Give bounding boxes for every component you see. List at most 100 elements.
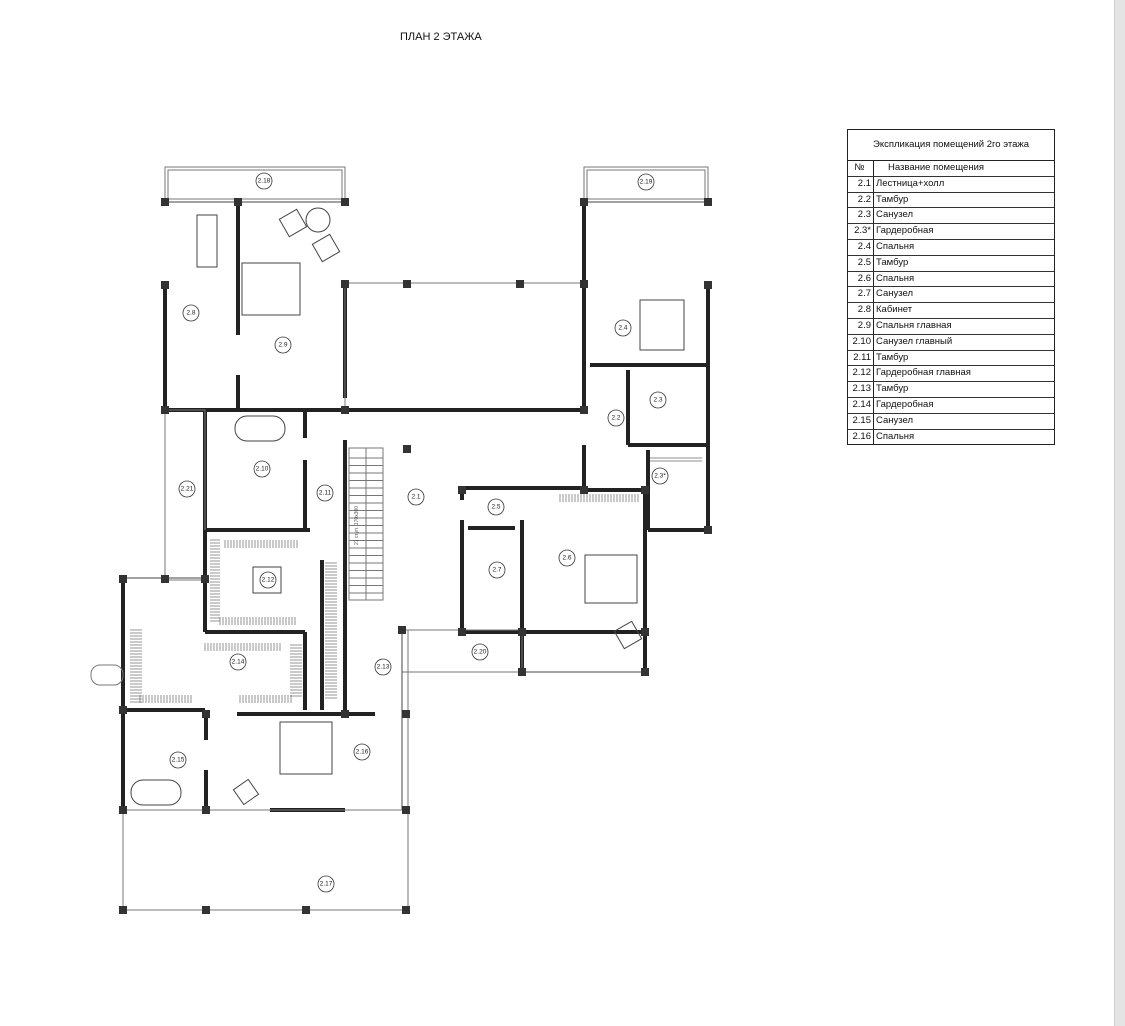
room-name: Гардеробная bbox=[876, 225, 934, 237]
balcony-2-20 bbox=[401, 629, 523, 673]
room-number: 2.15 bbox=[848, 413, 874, 429]
room-label-text: 2.11 bbox=[319, 490, 332, 497]
room-label-text: 2.20 bbox=[474, 649, 487, 656]
room-label: 2.12 bbox=[259, 571, 277, 589]
table-header: № Название помещения bbox=[848, 161, 1054, 177]
room-label: 2.13 bbox=[374, 658, 392, 676]
room-label: 2.16 bbox=[353, 743, 371, 761]
stair-note: 21 ступ. 170х300 bbox=[354, 506, 360, 545]
room-number: 2.3 bbox=[848, 208, 874, 224]
table-caption: Экспликация помещений 2го этажа bbox=[848, 130, 1054, 161]
armchair-icon bbox=[232, 778, 260, 806]
room-label-text: 2.15 bbox=[172, 757, 185, 764]
room-name: Спальня bbox=[876, 272, 915, 284]
bathtub-icon bbox=[130, 779, 182, 806]
room-label: 2.11 bbox=[316, 484, 334, 502]
room-schedule-table: Экспликация помещений 2го этажа № Назван… bbox=[847, 129, 1055, 446]
room-label-text: 2.3* bbox=[654, 473, 666, 480]
room-number: 2.3* bbox=[848, 224, 874, 239]
staircase: 21 ступ. 170х300 bbox=[348, 447, 384, 601]
terrace-2-17 bbox=[122, 809, 409, 911]
balcony-2-18 bbox=[164, 166, 346, 203]
room-label: 2.4 bbox=[614, 319, 632, 337]
bed-icon bbox=[584, 554, 638, 604]
header-num: № bbox=[848, 161, 874, 176]
room-number: 2.8 bbox=[848, 303, 874, 318]
room-name: Гардеробная главная bbox=[876, 367, 971, 379]
armchair-icon bbox=[311, 233, 341, 263]
room-label: 2.19 bbox=[637, 173, 655, 191]
page-edge bbox=[1114, 0, 1125, 1026]
room-label: 2.9 bbox=[274, 336, 292, 354]
room-label: 2.18 bbox=[255, 172, 273, 190]
room-number: 2.5 bbox=[848, 255, 874, 271]
room-name: Санузел главный bbox=[876, 335, 953, 347]
room-name: Тамбур bbox=[876, 256, 909, 268]
room-label-text: 2.10 bbox=[256, 466, 269, 473]
bed-icon bbox=[639, 299, 685, 351]
room-label: 2.6 bbox=[558, 549, 576, 567]
room-name: Санузел bbox=[876, 288, 914, 300]
room-label-text: 2.12 bbox=[262, 577, 275, 584]
table-row: 2.3*Гардеробная bbox=[848, 224, 1054, 240]
room-label: 2.3* bbox=[651, 467, 669, 485]
room-label: 2.17 bbox=[317, 875, 335, 893]
room-label-text: 2.13 bbox=[377, 664, 390, 671]
room-name: Спальня bbox=[876, 430, 915, 442]
furniture bbox=[130, 207, 685, 806]
armchair-icon bbox=[278, 208, 308, 238]
structural-columns bbox=[119, 198, 712, 914]
room-number: 2.16 bbox=[848, 429, 874, 445]
room-name: Гардеробная bbox=[876, 398, 934, 410]
room-number: 2.4 bbox=[848, 239, 874, 255]
room-label-text: 2.8 bbox=[186, 310, 195, 317]
header-name: Название помещения bbox=[888, 162, 985, 173]
room-name: Кабинет bbox=[876, 304, 913, 316]
room-number: 2.11 bbox=[848, 350, 874, 366]
room-number: 2.10 bbox=[848, 334, 874, 350]
walls bbox=[90, 201, 710, 912]
room-label-text: 2.7 bbox=[492, 567, 501, 574]
room-label: 2.15 bbox=[169, 751, 187, 769]
room-number: 2.1 bbox=[848, 176, 874, 192]
room-number: 2.12 bbox=[848, 366, 874, 382]
room-name: Санузел bbox=[876, 209, 914, 221]
wardrobe-shelving bbox=[130, 457, 702, 703]
room-name: Тамбур bbox=[876, 351, 909, 363]
armchair-icon bbox=[613, 620, 643, 650]
room-labels: 2.1 2.2 2.3 2.3* 2.4 2.5 2.6 2.7 2.8 2.9 2.10 2.11 2… bbox=[169, 172, 669, 893]
room-label: 2.3 bbox=[649, 391, 667, 409]
room-number: 2.9 bbox=[848, 318, 874, 334]
room-label: 2.10 bbox=[253, 460, 271, 478]
room-label: 2.7 bbox=[488, 561, 506, 579]
bed-icon bbox=[279, 721, 333, 775]
room-label-text: 2.3 bbox=[653, 397, 662, 404]
room-label-text: 2.2 bbox=[611, 415, 620, 422]
room-label: 2.21 bbox=[178, 480, 196, 498]
room-label-text: 2.9 bbox=[278, 342, 287, 349]
room-label-text: 2.6 bbox=[562, 555, 571, 562]
room-number: 2.7 bbox=[848, 287, 874, 303]
room-label: 2.1 bbox=[407, 488, 425, 506]
room-label-text: 2.14 bbox=[232, 659, 245, 666]
island-icon bbox=[252, 566, 282, 594]
room-label: 2.8 bbox=[182, 304, 200, 322]
room-label-text: 2.5 bbox=[491, 504, 500, 511]
room-label-text: 2.21 bbox=[181, 486, 194, 493]
room-name: Санузел bbox=[876, 414, 914, 426]
table-icon bbox=[305, 207, 331, 233]
room-label-text: 2.17 bbox=[320, 881, 333, 888]
